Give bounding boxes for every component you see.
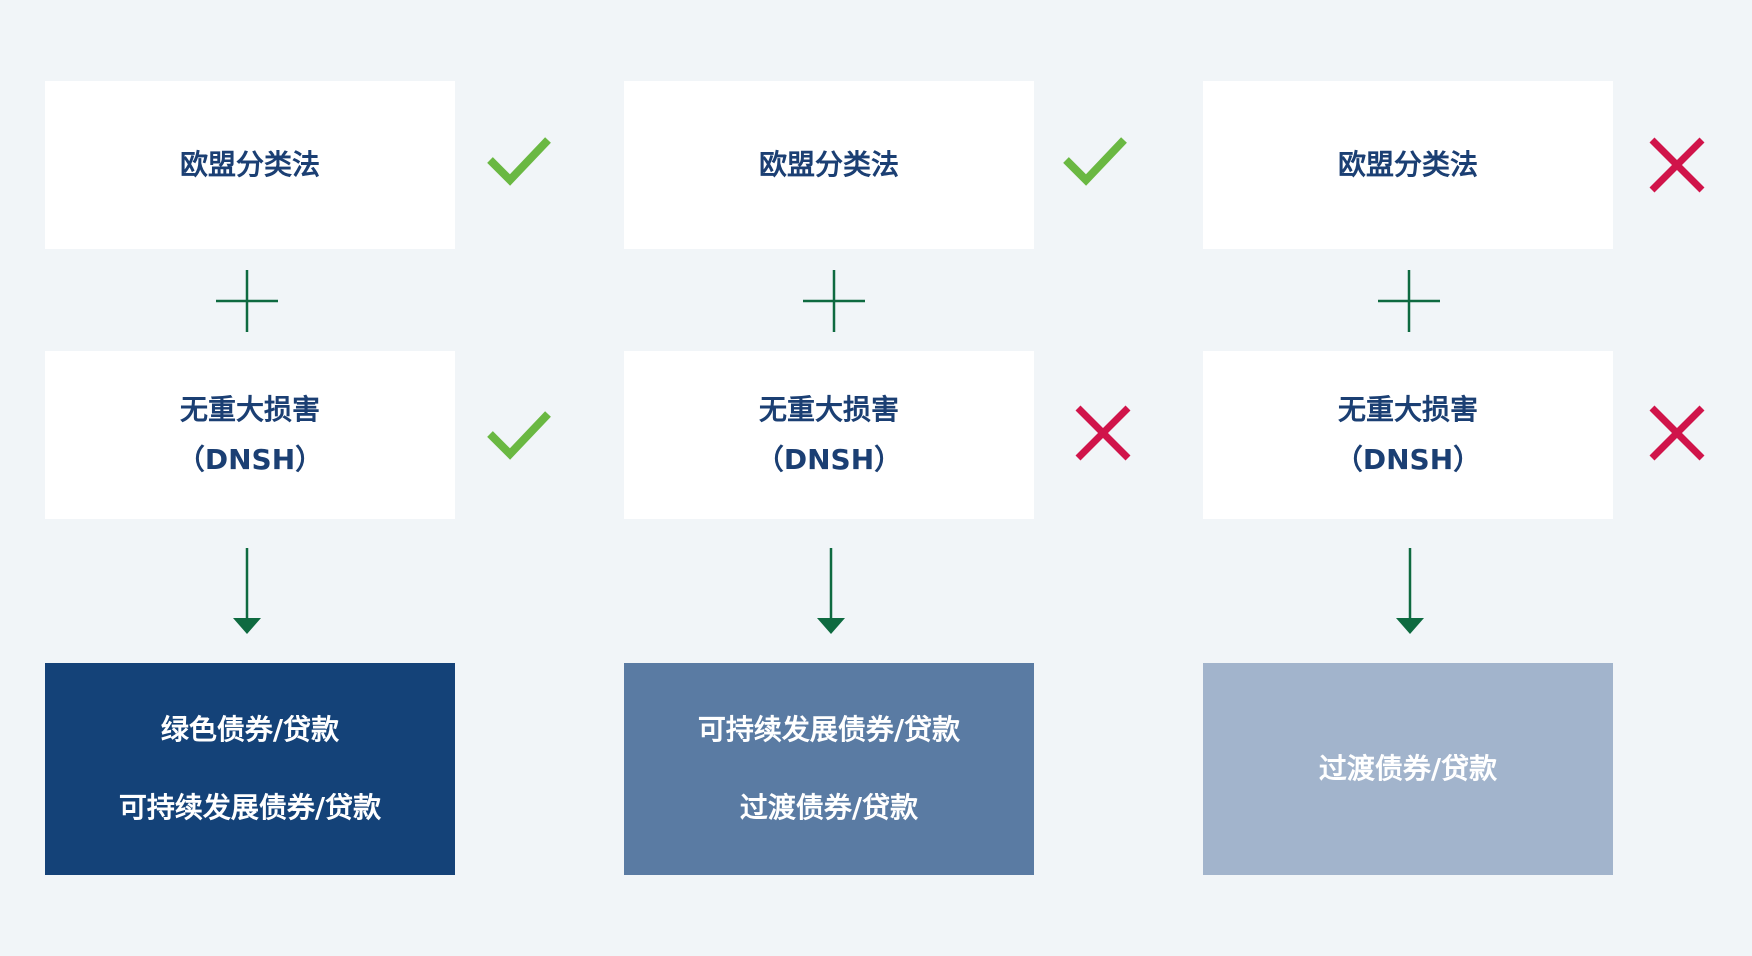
arrow-down-icon — [1396, 548, 1424, 634]
output-label-1-1: 绿色债券/贷款 — [160, 713, 340, 746]
dnsh-box-2: 无重大损害 （DNSH） — [624, 351, 1034, 519]
taxonomy-box-3: 欧盟分类法 — [1203, 81, 1613, 249]
output-label-2-1: 可持续发展债券/贷款 — [697, 713, 961, 746]
output-label-3-1: 过渡债券/贷款 — [1318, 752, 1498, 785]
output-box-2: 可持续发展债券/贷款 过渡债券/贷款 — [624, 663, 1034, 875]
plus-icon — [216, 270, 278, 332]
taxonomy-label-3: 欧盟分类法 — [1337, 148, 1478, 181]
check-icon — [487, 411, 551, 460]
taxonomy-label-2: 欧盟分类法 — [758, 148, 899, 181]
plus-icon — [803, 270, 865, 332]
taxonomy-box-1: 欧盟分类法 — [45, 81, 455, 249]
dnsh-label-line1-3: 无重大损害 — [1337, 393, 1478, 426]
arrow-down-icon — [817, 548, 845, 634]
arrow-down-icon — [233, 548, 261, 634]
dnsh-label-line1-1: 无重大损害 — [179, 393, 320, 426]
dnsh-label-line2-1: （DNSH） — [176, 443, 324, 476]
plus-icon — [1378, 270, 1440, 332]
cross-icon — [1075, 405, 1131, 461]
taxonomy-box-2: 欧盟分类法 — [624, 81, 1034, 249]
cross-icon — [1649, 405, 1705, 461]
output-box-1: 绿色债券/贷款 可持续发展债券/贷款 — [45, 663, 455, 875]
dnsh-box-3: 无重大损害 （DNSH） — [1203, 351, 1613, 519]
output-box-3: 过渡债券/贷款 — [1203, 663, 1613, 875]
dnsh-label-line2-2: （DNSH） — [755, 443, 903, 476]
taxonomy-label-1: 欧盟分类法 — [179, 148, 320, 181]
cross-icon — [1649, 137, 1705, 193]
check-icon — [487, 137, 551, 186]
output-label-2-2: 过渡债券/贷款 — [739, 791, 919, 824]
dnsh-label-line2-3: （DNSH） — [1334, 443, 1482, 476]
output-label-1-2: 可持续发展债券/贷款 — [118, 791, 382, 824]
dnsh-box-1: 无重大损害 （DNSH） — [45, 351, 455, 519]
dnsh-label-line1-2: 无重大损害 — [758, 393, 899, 426]
check-icon — [1063, 137, 1127, 186]
